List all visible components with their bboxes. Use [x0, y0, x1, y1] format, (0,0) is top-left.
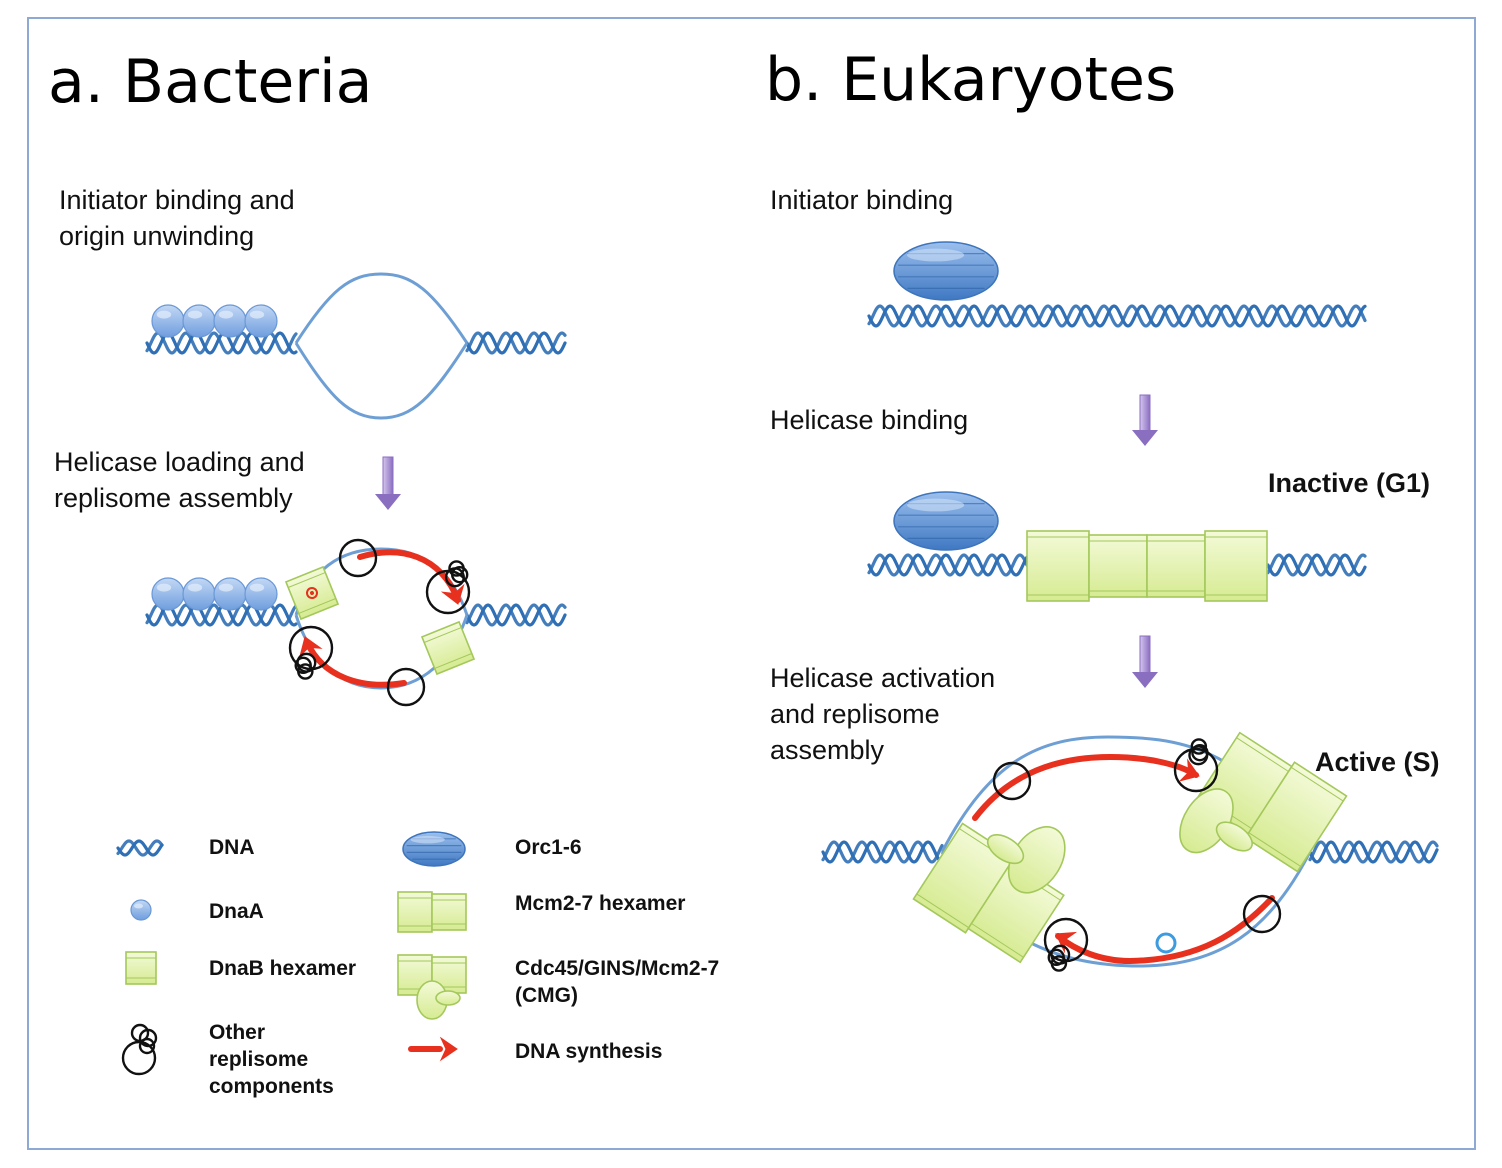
legend-label-dnaa: DnaA [209, 900, 264, 923]
mcm-segment [397, 891, 433, 933]
gins-subunit [986, 833, 1025, 865]
synthesis-arrowhead [299, 636, 323, 658]
replisome-component-circle [992, 761, 1032, 801]
dna-helix-eukaryote-right-3 [1308, 840, 1439, 864]
cmg-right [1179, 731, 1348, 873]
legend-gins [435, 990, 461, 1006]
dnab-center-dot [310, 591, 314, 595]
origin-bubble-top-strand [294, 272, 469, 344]
orc-complex [893, 241, 999, 301]
legend-label-cmg: Cdc45/GINS/Mcm2-7 (CMG) [515, 957, 720, 1007]
dnaa-protein [182, 577, 216, 611]
replisome-component-circle [1242, 894, 1282, 934]
panel-title-bacteria: a. Bacteria [48, 47, 373, 117]
dnaa-protein [151, 304, 185, 338]
dna-layer [145, 272, 1439, 968]
legend-label-mcm: Mcm2-7 hexamer [515, 892, 686, 915]
replisome-cluster [288, 625, 334, 680]
replisome-small-circle [448, 560, 465, 577]
synthesis-arrowhead [1178, 758, 1200, 782]
legend-dnab-icon [125, 951, 157, 985]
process-arrow-eukaryote-2 [1132, 635, 1158, 688]
replisome-component-circle [338, 538, 378, 578]
dna-helix-eukaryote-1 [867, 304, 1367, 328]
dnaa-protein [244, 577, 278, 611]
replisome-small-circle [1191, 743, 1209, 762]
step-helicase-loading: Helicase loading and replisome assembly [54, 447, 305, 513]
state-inactive-label: Inactive (G1) [1268, 468, 1431, 498]
legend-label-synthesis: DNA synthesis [515, 1040, 663, 1063]
legend-synthesis-head [439, 1036, 458, 1062]
dna-helix-eukaryote-left-3 [821, 840, 944, 864]
replisome-component-circle [386, 667, 426, 707]
legend-label-dna: DNA [209, 836, 255, 859]
legend-other-components-icon [121, 1023, 158, 1076]
gins-subunit [1215, 821, 1253, 852]
replisome-large-circle [1173, 747, 1219, 793]
mcm-segment [1244, 761, 1348, 873]
legend-label-orc: Orc1-6 [515, 836, 582, 859]
legend-orc-icon [402, 831, 466, 867]
replisome-small-circle [297, 663, 314, 680]
step-helicase-activation: Helicase activation and replisome assemb… [770, 663, 996, 765]
legend-synthesis-icon [408, 1036, 458, 1062]
process-arrow-eukaryote-1 [1132, 394, 1158, 446]
replisome-small-circle [1190, 738, 1208, 755]
replisome-cluster [425, 560, 471, 615]
mcm-segment [431, 893, 467, 931]
panel-title-eukaryotes: b. Eukaryotes [765, 45, 1177, 115]
legend-label-other-components: Other replisome components [209, 1021, 334, 1098]
dnaa-protein [213, 577, 247, 611]
mcm-segment [1204, 530, 1268, 602]
legend-dnaa-icon [130, 899, 152, 921]
legend-label-dnab: DnaB hexamer [209, 957, 357, 980]
mcm-segment [1146, 534, 1206, 598]
step-initiator-binding: Initiator binding [770, 185, 954, 215]
dna-helix-eukaryote-left-2 [867, 553, 1029, 577]
dnab-hexamer-right [420, 620, 476, 676]
process-arrow-bacteria [375, 456, 401, 510]
dnaa-protein [182, 304, 216, 338]
origin-bubble-bottom-strand [294, 342, 469, 420]
dnaa-protein [244, 304, 278, 338]
mcm-double-hexamer [1026, 530, 1268, 602]
cmg-left [912, 822, 1066, 964]
dnaa-protein [213, 304, 247, 338]
state-active-label: Active (S) [1315, 747, 1440, 777]
dnab-center-ring [306, 587, 318, 599]
legend-mcm-icon [397, 891, 467, 933]
synthesis-arrow [304, 639, 407, 688]
step-helicase-binding: Helicase binding [770, 405, 969, 435]
legend-circle-small [138, 1037, 156, 1055]
legend-dna-icon [116, 839, 164, 857]
legend-circle-small [138, 1028, 158, 1048]
component-layer [116, 241, 1348, 1076]
figure-border [27, 17, 1476, 1150]
dnab-block [420, 620, 476, 676]
synthesis-arrowhead [440, 583, 465, 605]
origin-marker-ring [1155, 932, 1177, 954]
dnab-hexamer-left [284, 565, 340, 621]
dna-helix-bacteria-right-2 [465, 603, 567, 627]
mcm-segment [1026, 530, 1090, 602]
mcm-segment [1088, 534, 1148, 598]
replisome-small-circle [1050, 955, 1068, 972]
step-initiator-binding-unwinding: Initiator binding and origin unwinding [59, 185, 295, 251]
dna-helix-bacteria-right-1 [465, 331, 567, 355]
replisome-cluster [1173, 738, 1219, 793]
synthesis-arrow [972, 753, 1199, 821]
replisome-cluster [1043, 917, 1089, 972]
legend-cmg-icon [397, 954, 467, 1020]
dnaa-protein [151, 577, 185, 611]
orc-complex [893, 491, 999, 551]
dna-helix-eukaryote-right-2 [1266, 553, 1367, 577]
